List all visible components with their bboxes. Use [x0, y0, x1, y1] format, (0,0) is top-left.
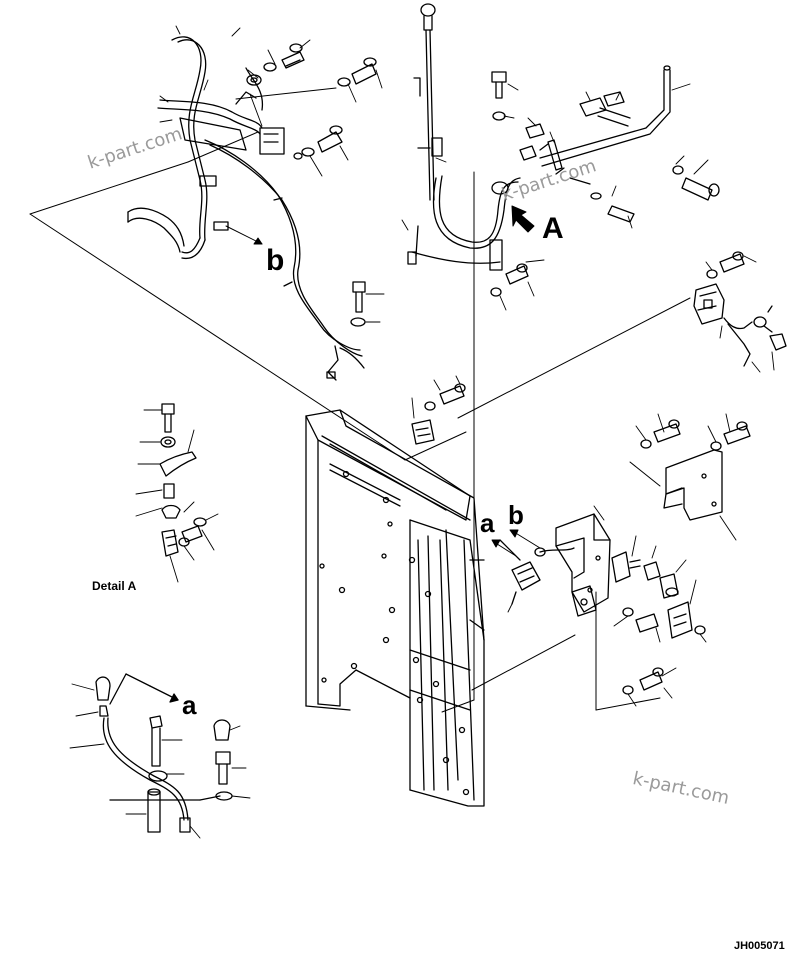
- drawing-code: JH005071: [734, 940, 785, 952]
- callout-a-bottom: a: [182, 690, 197, 720]
- switch-assembly-right: [693, 251, 787, 373]
- callout-arrows-mid: [491, 529, 541, 557]
- callout-b-mid: b: [508, 500, 524, 530]
- switch-mid-center: [411, 375, 466, 445]
- bracket-mid-right: [555, 505, 707, 707]
- callout-A: A: [542, 212, 564, 245]
- assembly-leader-lines: [29, 87, 691, 713]
- detail-label: Detail A: [92, 579, 137, 593]
- bolts-upper-left: [246, 43, 377, 160]
- main-frame-panel: [305, 409, 485, 807]
- sensor-switch-center: [499, 539, 575, 613]
- bolts-top-center: [401, 71, 545, 311]
- callout-b-top: b: [266, 244, 285, 277]
- bracket-top-right: [635, 413, 751, 541]
- callout-arrow-b-top: [225, 225, 263, 245]
- wiring-harness-left: [127, 36, 365, 381]
- bolt-center-harness: [350, 281, 385, 327]
- view-arrow-A: [511, 205, 535, 233]
- leaders-upper-left: [247, 39, 383, 177]
- leaders-left-misc: [159, 25, 241, 123]
- lever-rod: [407, 3, 521, 271]
- callout-a-mid: a: [480, 508, 495, 538]
- leaders-top-right: [527, 83, 709, 229]
- wire-detail-bottom-left: [69, 673, 251, 839]
- detail-A-group: [135, 403, 219, 583]
